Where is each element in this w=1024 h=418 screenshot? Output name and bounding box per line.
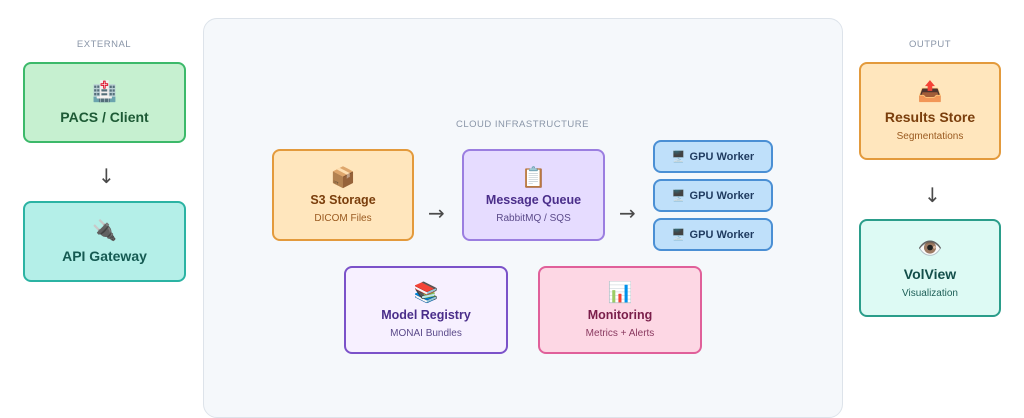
section-label-cloud: CLOUD INFRASTRUCTURE xyxy=(456,119,589,130)
monitoring-node[interactable]: 📊 Monitoring Metrics + Alerts xyxy=(538,266,702,354)
gpu-worker-1[interactable]: 🖥️ GPU Worker xyxy=(653,140,773,173)
gpu-worker-label: GPU Worker xyxy=(689,189,755,202)
plug-icon: 🔌 xyxy=(92,217,117,242)
arrow-down-results-to-volview: ↓ xyxy=(924,183,941,207)
gpu-worker-label: GPU Worker xyxy=(689,228,755,241)
message-queue-node[interactable]: 📋 Message Queue RabbitMQ / SQS xyxy=(462,149,605,241)
gpu-worker-2[interactable]: 🖥️ GPU Worker xyxy=(653,179,773,212)
pacs-client-node[interactable]: 🏥 PACS / Client xyxy=(23,62,186,143)
model-registry-node[interactable]: 📚 Model Registry MONAI Bundles xyxy=(344,266,508,354)
s3-storage-node[interactable]: 📦 S3 Storage DICOM Files xyxy=(272,149,414,241)
node-title: API Gateway xyxy=(62,247,147,264)
section-label-external: EXTERNAL xyxy=(76,39,132,50)
node-title: VolView xyxy=(903,265,957,282)
bar-chart-icon: 📊 xyxy=(607,279,633,304)
node-title: S3 Storage xyxy=(310,192,376,207)
monitor-icon: 🖥️ xyxy=(671,228,686,241)
monitor-icon: 🖥️ xyxy=(671,189,686,202)
eye-icon: 👁️ xyxy=(917,235,943,260)
package-icon: 📦 xyxy=(330,164,356,189)
arrow-right-s3-to-queue: → xyxy=(428,201,445,225)
node-subtitle: MONAI Bundles xyxy=(390,327,462,339)
node-title: PACS / Client xyxy=(60,108,149,125)
volview-node[interactable]: 👁️ VolView Visualization xyxy=(859,219,1001,317)
results-store-node[interactable]: 📤 Results Store Segmentations xyxy=(859,62,1001,160)
node-title: Model Registry xyxy=(381,307,471,322)
arrow-down-pacs-to-gateway: ↓ xyxy=(98,164,115,188)
node-subtitle: RabbitMQ / SQS xyxy=(496,212,571,224)
node-subtitle: DICOM Files xyxy=(314,212,372,224)
outbox-tray-icon: 📤 xyxy=(917,78,943,103)
node-title: Message Queue xyxy=(485,192,582,207)
arrow-right-queue-to-workers: → xyxy=(619,201,636,225)
node-subtitle: Visualization xyxy=(902,287,958,299)
section-label-output: OUTPUT xyxy=(908,39,952,50)
gpu-worker-label: GPU Worker xyxy=(689,150,755,163)
node-title: Results Store xyxy=(884,108,976,125)
gpu-worker-3[interactable]: 🖥️ GPU Worker xyxy=(653,218,773,251)
clipboard-icon: 📋 xyxy=(521,164,546,189)
node-subtitle: Segmentations xyxy=(896,130,964,142)
books-icon: 📚 xyxy=(413,279,439,304)
hospital-icon: 🏥 xyxy=(92,78,117,103)
api-gateway-node[interactable]: 🔌 API Gateway xyxy=(23,201,186,282)
node-subtitle: Metrics + Alerts xyxy=(585,327,655,339)
node-title: Monitoring xyxy=(587,307,653,322)
monitor-icon: 🖥️ xyxy=(671,150,686,163)
